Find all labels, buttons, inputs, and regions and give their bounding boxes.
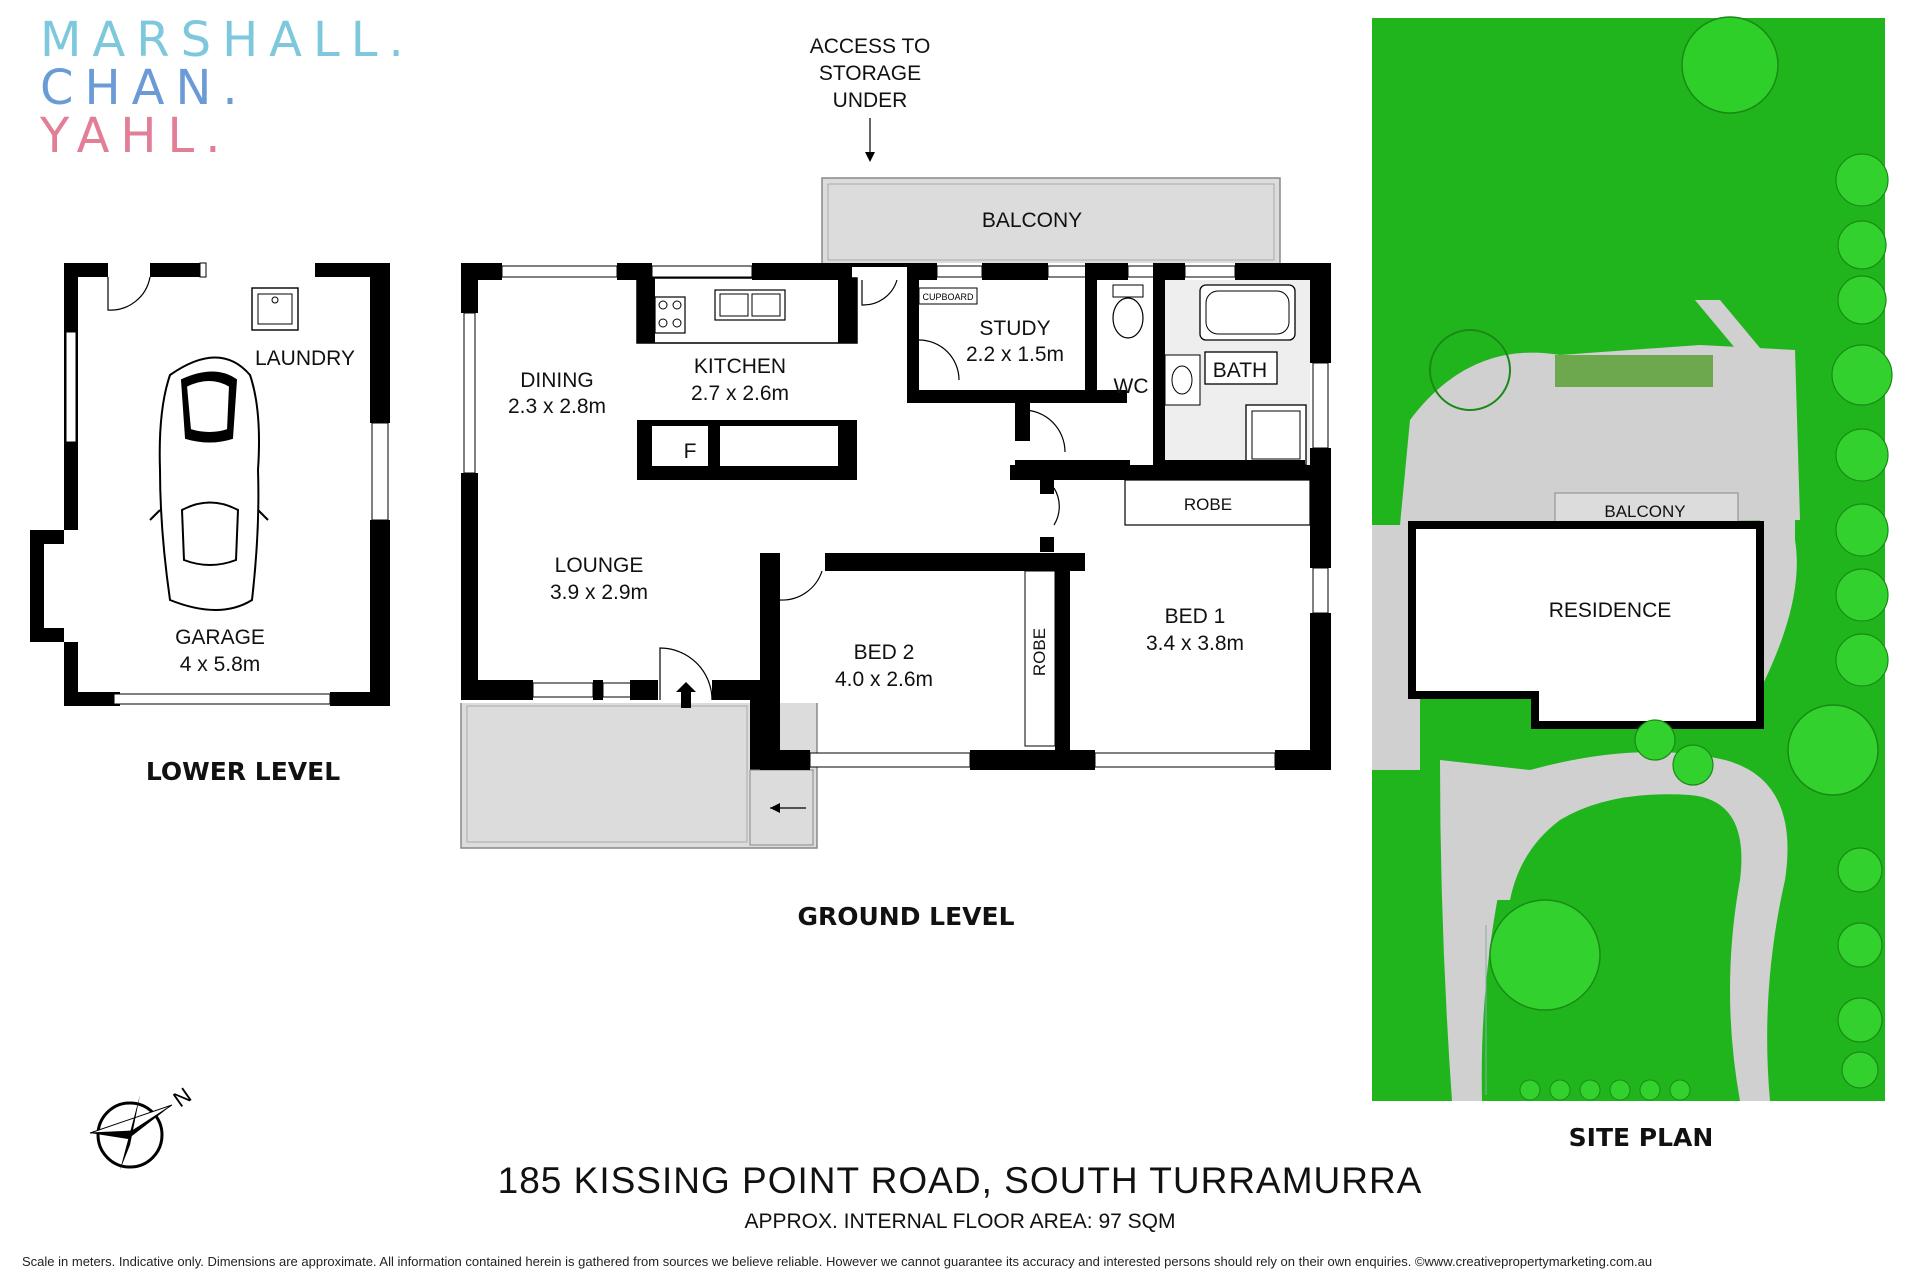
lower-level-plan: LAUNDRY GARAGE 4 x 5.8m bbox=[30, 262, 390, 706]
robe1-label: ROBE bbox=[1184, 495, 1232, 514]
lounge-label: LOUNGE bbox=[555, 554, 644, 577]
disclaimer-text: Scale in meters. Indicative only. Dimens… bbox=[22, 1254, 1653, 1269]
garage-dims: 4 x 5.8m bbox=[180, 653, 261, 676]
dining-label: DINING bbox=[520, 369, 594, 392]
kitchen-dims: 2.7 x 2.6m bbox=[691, 382, 789, 405]
cupboard-label: CUPBOARD bbox=[922, 292, 974, 302]
robe2-label: ROBE bbox=[1030, 628, 1049, 676]
logo-yahl: YAHL. bbox=[40, 108, 232, 164]
ground-level-title: GROUND LEVEL bbox=[797, 902, 1014, 931]
residence-label: RESIDENCE bbox=[1549, 599, 1672, 622]
site-plan: BALCONY RESIDENCE bbox=[1372, 16, 1893, 1101]
access-line1: ACCESS TO bbox=[810, 35, 931, 58]
compass-icon bbox=[89, 1095, 173, 1170]
tree-icon bbox=[1681, 16, 1779, 114]
property-address: 185 KISSING POINT ROAD, SOUTH TURRAMURRA bbox=[497, 1160, 1423, 1201]
study-dims: 2.2 x 1.5m bbox=[966, 343, 1064, 366]
lower-level-title: LOWER LEVEL bbox=[146, 757, 340, 786]
site-plan-title: SITE PLAN bbox=[1569, 1123, 1714, 1152]
study-label: STUDY bbox=[979, 317, 1050, 340]
bed1-label: BED 1 bbox=[1165, 605, 1226, 628]
fridge-label: F bbox=[684, 440, 697, 463]
tree-icon-3 bbox=[1787, 704, 1879, 796]
shrub-icon bbox=[1429, 329, 1511, 411]
compass-north-label: N bbox=[169, 1083, 196, 1113]
garage-label: GARAGE bbox=[175, 626, 265, 649]
site-balcony-label: BALCONY bbox=[1604, 502, 1685, 521]
lounge-dims: 3.9 x 2.9m bbox=[550, 581, 648, 604]
laundry-label: LAUNDRY bbox=[255, 347, 355, 370]
access-arrow-icon bbox=[865, 152, 875, 162]
bath-label: BATH bbox=[1213, 359, 1267, 382]
bed2-label: BED 2 bbox=[854, 641, 915, 664]
logo-marshall: MARSHALL. bbox=[40, 12, 415, 68]
bed1-dims: 3.4 x 3.8m bbox=[1146, 632, 1244, 655]
access-line2: STORAGE bbox=[819, 62, 921, 85]
tree-icon-2 bbox=[1489, 899, 1601, 1011]
car-icon bbox=[149, 356, 269, 611]
dining-dims: 2.3 x 2.8m bbox=[508, 395, 606, 418]
logo-chan: CHAN. bbox=[40, 60, 249, 116]
wc-label: WC bbox=[1114, 375, 1149, 398]
access-line3: UNDER bbox=[833, 89, 908, 112]
entry-arrow-icon bbox=[676, 682, 696, 708]
ground-level-plan: BALCONY bbox=[460, 177, 1331, 849]
kitchen-label: KITCHEN bbox=[694, 355, 786, 378]
floor-area: APPROX. INTERNAL FLOOR AREA: 97 SQM bbox=[744, 1210, 1176, 1233]
bed2-dims: 4.0 x 2.6m bbox=[835, 668, 933, 691]
balcony-label: BALCONY bbox=[982, 209, 1082, 232]
